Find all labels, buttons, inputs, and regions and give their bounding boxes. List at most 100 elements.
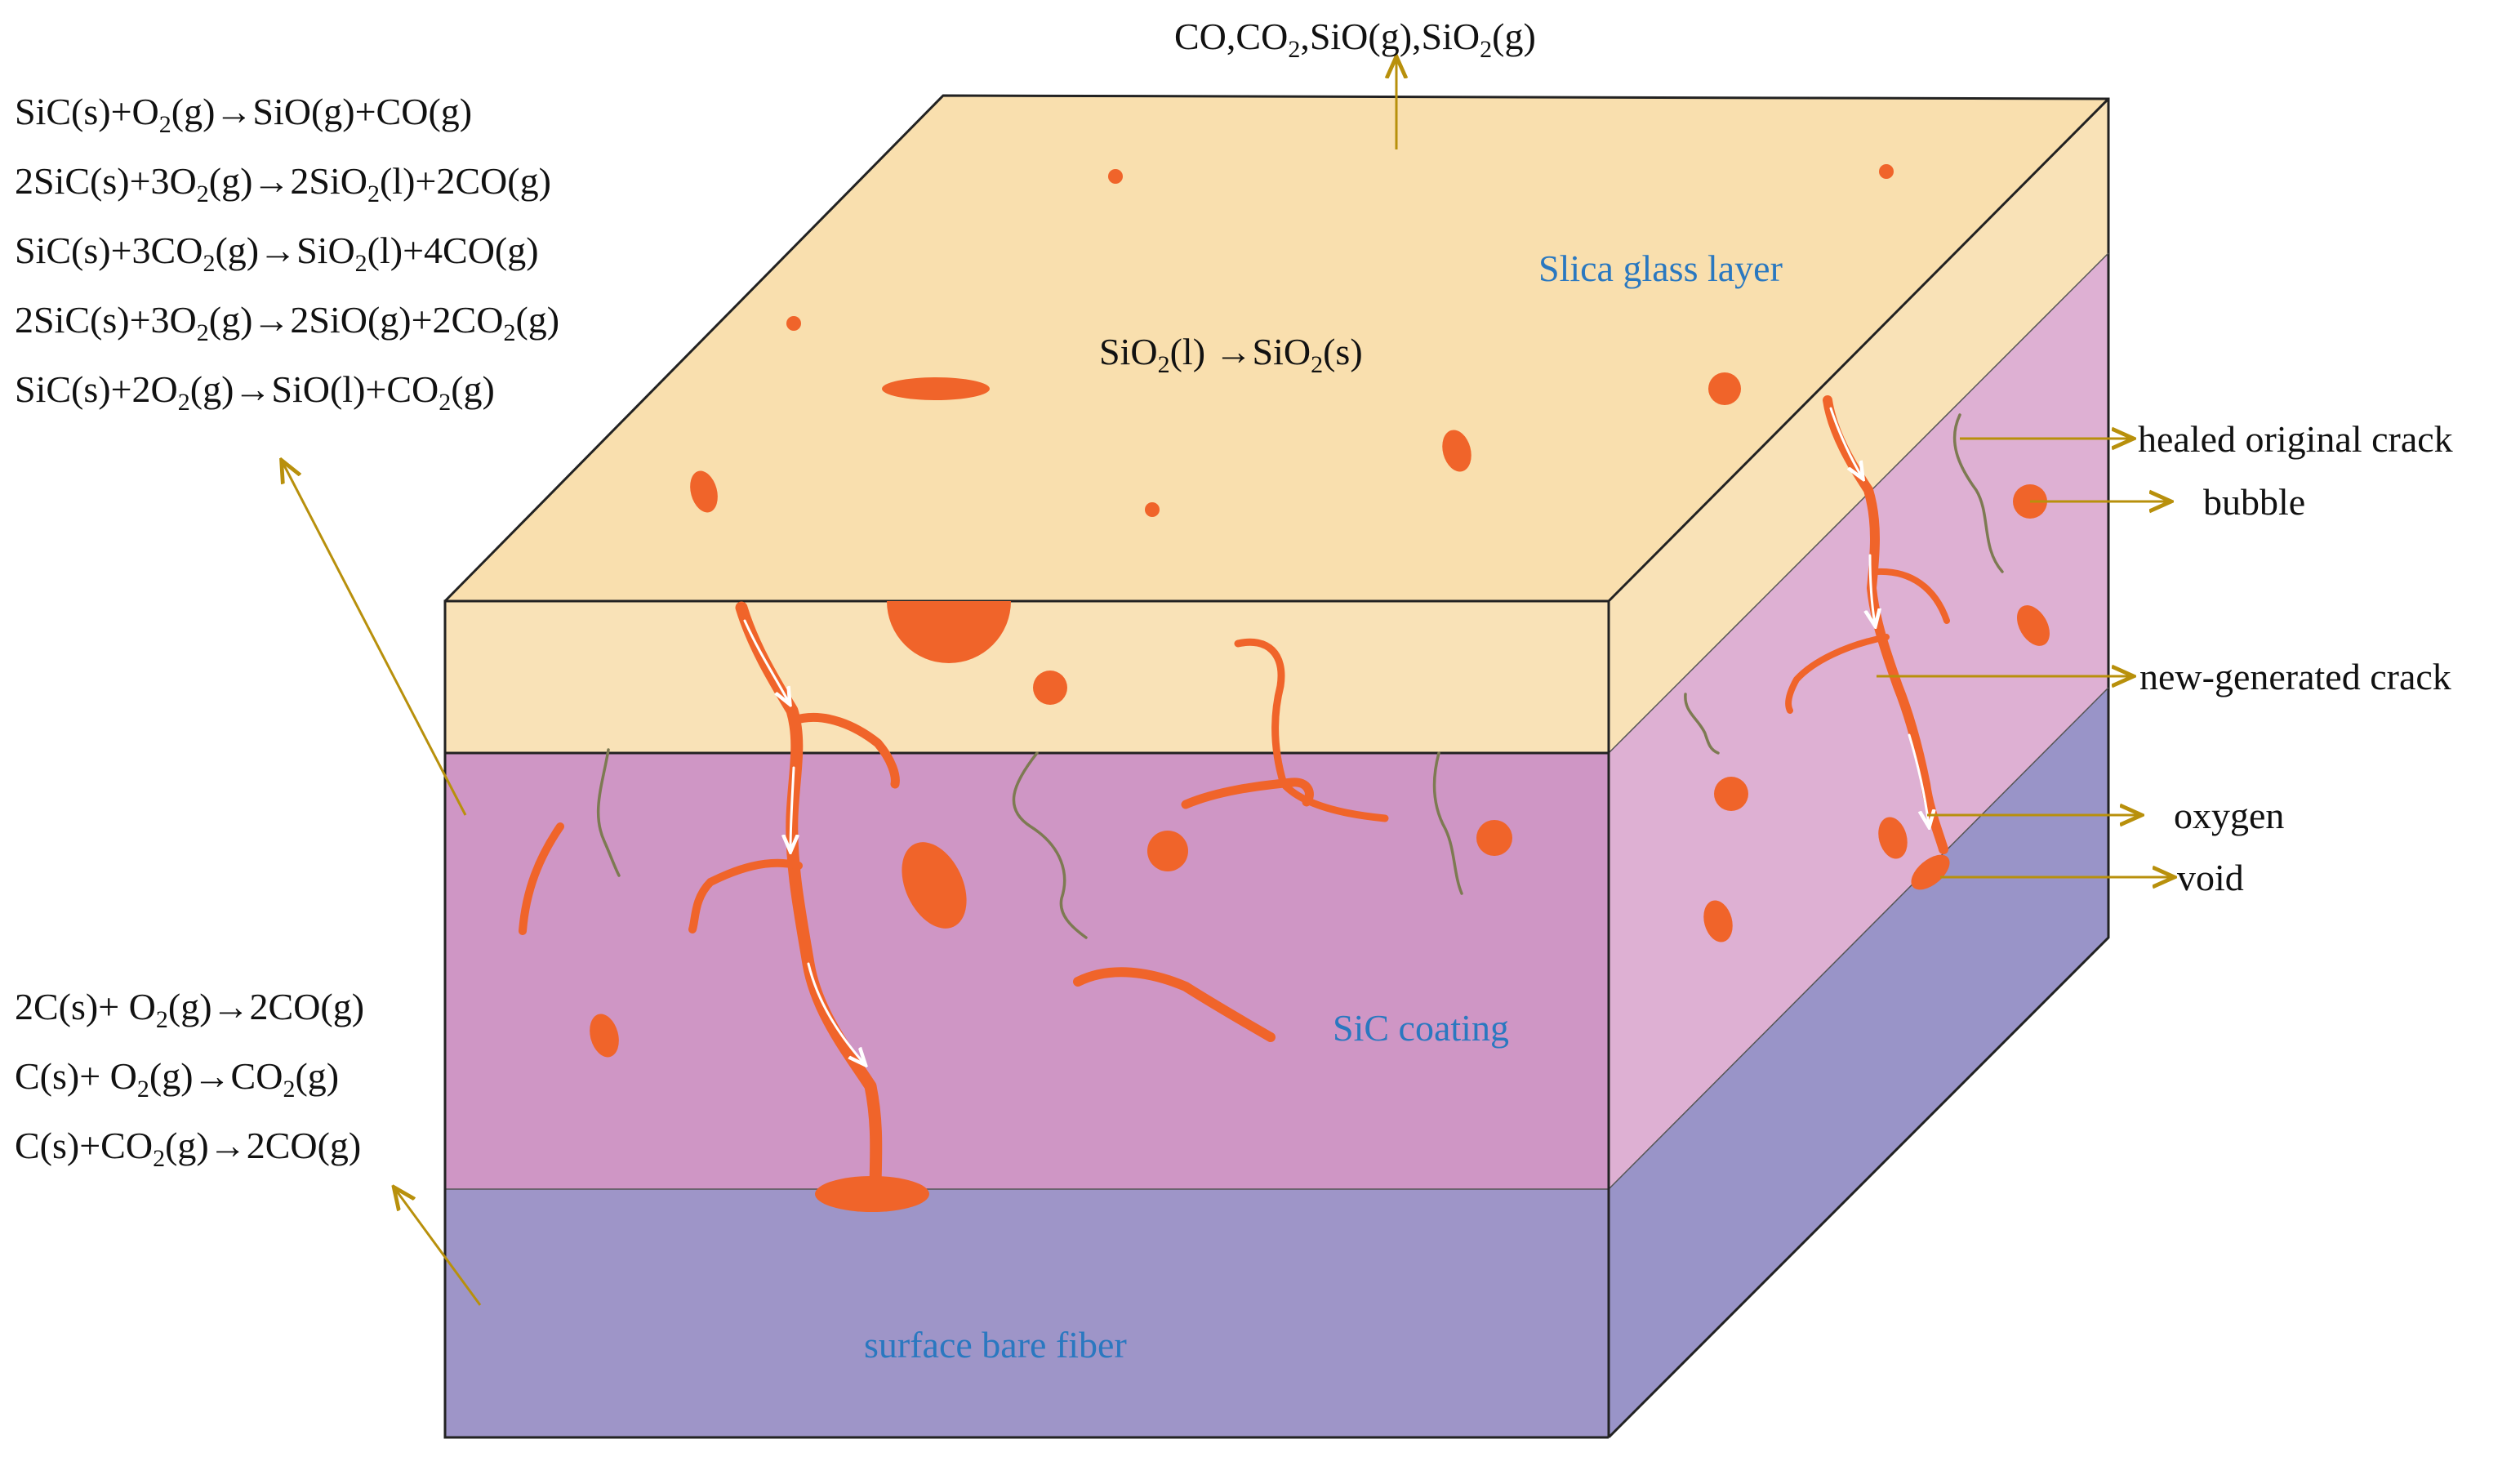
bubble (1108, 169, 1123, 184)
bubble (1442, 430, 1471, 472)
formula-text: 2C(s)+ O (15, 986, 156, 1027)
formula-text: CO,CO (1174, 16, 1288, 57)
carbon-reaction-arrow-icon (395, 1189, 482, 1306)
formula-text: SiO (1099, 331, 1158, 372)
void-front (815, 1176, 929, 1212)
bubble (1714, 777, 1748, 811)
bubble (1145, 502, 1160, 517)
new-crack-branch (1873, 568, 1950, 624)
annotation-arrows (283, 59, 2172, 1306)
bubble (1703, 900, 1733, 942)
glass-layer-label: Slica glass layer (1538, 247, 1783, 289)
bubble (1033, 671, 1067, 705)
formula-text: (g) (451, 368, 495, 410)
bubble (882, 377, 990, 400)
healed-crack (1432, 751, 1463, 895)
formula-text: (l) →SiO (1170, 331, 1311, 372)
subscript: 2 (439, 389, 451, 416)
sic-coating-front-face (445, 753, 1609, 1189)
new-crack-segment (1073, 967, 1276, 1042)
coating-layer-label: SiC coating (1333, 1007, 1509, 1049)
bubble (1708, 372, 1741, 405)
legend-new-crack: new-generated crack (2139, 656, 2451, 697)
glass-solidification-reaction: SiO2(l) →SiO2(s) (1099, 331, 1363, 378)
formula-text: 2SiC(s)+3O (15, 160, 197, 202)
formula-text: SiC(s)+O (15, 91, 159, 132)
fiber-side-face (1609, 688, 2108, 1437)
oxygen-path-icon (1908, 733, 1929, 825)
formula-text: C(s)+CO (15, 1125, 153, 1166)
fiber-front-outline (443, 753, 1609, 1439)
fiber-layer-label: surface bare fiber (864, 1324, 1127, 1366)
formula-text: SiC(s)+2O (15, 368, 178, 410)
formula-text: SiC(s)+3CO (15, 229, 203, 271)
subscript: 2 (197, 180, 209, 207)
fiber-front-face (445, 1189, 1609, 1437)
formula-text: (l)+4CO(g) (367, 229, 539, 271)
layered-block (443, 94, 2110, 1439)
subscript: 2 (178, 389, 190, 416)
formula-text: ,SiO(g),SiO (1300, 16, 1480, 57)
formula-text: (s) (1323, 331, 1363, 372)
formula-text: 2SiC(s)+3O (15, 299, 197, 341)
formula-text: (g) (295, 1055, 339, 1097)
sic-reaction-arrow-icon (283, 462, 467, 816)
formula-text: (g)→CO (149, 1055, 283, 1097)
glass-layer-front-face (445, 601, 1609, 753)
carbon-reaction-equation: C(s)+ O2(g)→CO2(g) (15, 1055, 339, 1103)
new-crack-branch (1785, 634, 1890, 714)
subscript: 2 (283, 1076, 295, 1103)
new-crack-segment (1181, 778, 1314, 809)
subscript: 2 (355, 250, 367, 277)
subscript: 2 (1288, 36, 1300, 63)
oxygen-path-icon (1870, 554, 1875, 624)
sic-reaction-equation: 2SiC(s)+3O2(g)→2SiO(g)+2CO2(g) (15, 299, 559, 346)
new-crack-branch (688, 858, 803, 933)
formula-text: (g)→2CO(g) (168, 986, 364, 1027)
carbon-oxidation-reactions: 2C(s)+ O2(g)→2CO(g)C(s)+ O2(g)→CO2(g)C(s… (15, 986, 364, 1172)
subscript: 2 (203, 250, 215, 277)
subscript: 2 (1158, 351, 1170, 378)
healed-crack (1684, 693, 1720, 755)
subscript: 2 (153, 1145, 165, 1172)
formula-text: (g)→2SiO (209, 160, 367, 202)
formula-text: (g)→2CO(g) (165, 1125, 361, 1166)
formula-text: (l)+2CO(g) (380, 160, 551, 202)
carbon-reaction-equation: C(s)+CO2(g)→2CO(g) (15, 1125, 361, 1172)
sic-coating-side-face (1609, 253, 2108, 1189)
legend-void: void (2177, 857, 2244, 898)
bubble (786, 316, 801, 331)
healed-crack (1952, 413, 2004, 573)
void-side (1911, 854, 1950, 890)
glass-layer-top-face (445, 96, 2108, 601)
oxygen-path-icon (1829, 407, 1862, 477)
formula-text: C(s)+ O (15, 1055, 137, 1097)
formula-text: (g)→2SiO(g)+2CO (209, 299, 504, 341)
new-crack-segment (1234, 638, 1389, 822)
glass-coating-side-edge (1608, 252, 2109, 754)
bubble (1476, 820, 1512, 856)
bubble (690, 470, 718, 513)
formula-text: (g)→SiO(g)+CO(g) (171, 91, 472, 132)
sic-reaction-equation: 2SiC(s)+3O2(g)→2SiO2(l)+2CO(g) (15, 160, 551, 207)
new-crack-segment (519, 822, 564, 935)
bubble (590, 1014, 619, 1058)
front-right-edge (1607, 97, 2110, 603)
subscript: 2 (1311, 351, 1323, 378)
bubble (887, 601, 1011, 663)
sic-reaction-equation: SiC(s)+O2(g)→SiO(g)+CO(g) (15, 91, 472, 138)
oxygen-path-icon (743, 619, 789, 702)
subscript: 2 (137, 1076, 149, 1103)
subscript: 2 (503, 319, 515, 346)
oxygen-paths (743, 407, 1929, 1063)
oxygen-path-icon (807, 962, 864, 1063)
bubbles (590, 164, 2050, 1058)
legend-healed-crack: healed original crack (2138, 418, 2453, 460)
coating-fiber-side-edge (1608, 687, 2109, 1190)
subscript: 2 (159, 111, 171, 138)
bubble (2017, 605, 2050, 646)
bubble (902, 842, 967, 929)
oxygen-path-icon (790, 766, 794, 849)
formula-text: (g)→SiO (215, 229, 354, 271)
